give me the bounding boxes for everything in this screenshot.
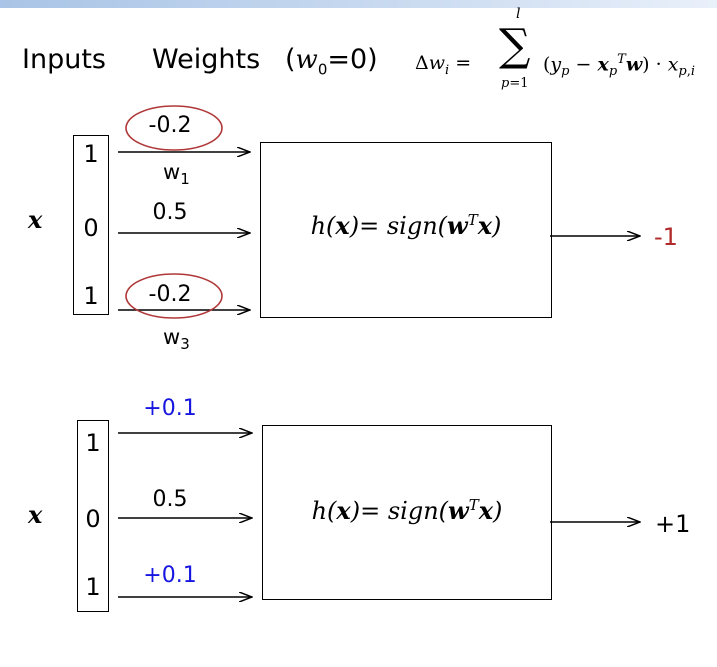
highlight-oval — [125, 105, 223, 151]
input-value: 1 — [85, 573, 101, 601]
input-value: 1 — [83, 282, 99, 310]
weight-value: 0.5 — [152, 200, 188, 225]
weight-value: -0.2 — [148, 113, 192, 138]
update-rule: Δwi = l ∑ p=1 (yp − xpTw) · xp,i — [415, 6, 696, 91]
weight-label-w3: w3 — [163, 325, 190, 354]
weight-label-w1: w1 — [163, 160, 190, 189]
hypothesis-formula: h(x)= sign(wTx) — [310, 211, 502, 240]
highlight-oval — [125, 273, 223, 319]
weight-value: +0.1 — [143, 563, 197, 588]
input-value: 1 — [83, 140, 99, 168]
input-vector: 1 0 1 — [73, 135, 109, 315]
weight-value: 0.5 — [152, 487, 188, 512]
input-value: 0 — [85, 505, 101, 533]
hypothesis-box: h(x)= sign(wTx) — [262, 425, 552, 600]
inputs-label: Inputs — [22, 44, 106, 75]
weight-value: +0.1 — [143, 396, 197, 421]
hypothesis-formula: h(x)= sign(wTx) — [311, 496, 503, 525]
hypothesis-box: h(x)= sign(wTx) — [260, 142, 552, 318]
input-vector: 1 0 1 — [77, 420, 109, 612]
x-vector-label: x — [28, 500, 43, 529]
output-value: -1 — [654, 223, 678, 251]
x-vector-label: x — [28, 205, 43, 234]
weights-label: Weights — [152, 44, 261, 75]
w0-note: (w0=0) — [285, 44, 378, 79]
title-bar-accent — [0, 0, 717, 8]
output-value: +1 — [655, 510, 691, 538]
input-value: 0 — [83, 214, 99, 242]
input-value: 1 — [85, 429, 101, 457]
weight-value: -0.2 — [148, 282, 192, 307]
